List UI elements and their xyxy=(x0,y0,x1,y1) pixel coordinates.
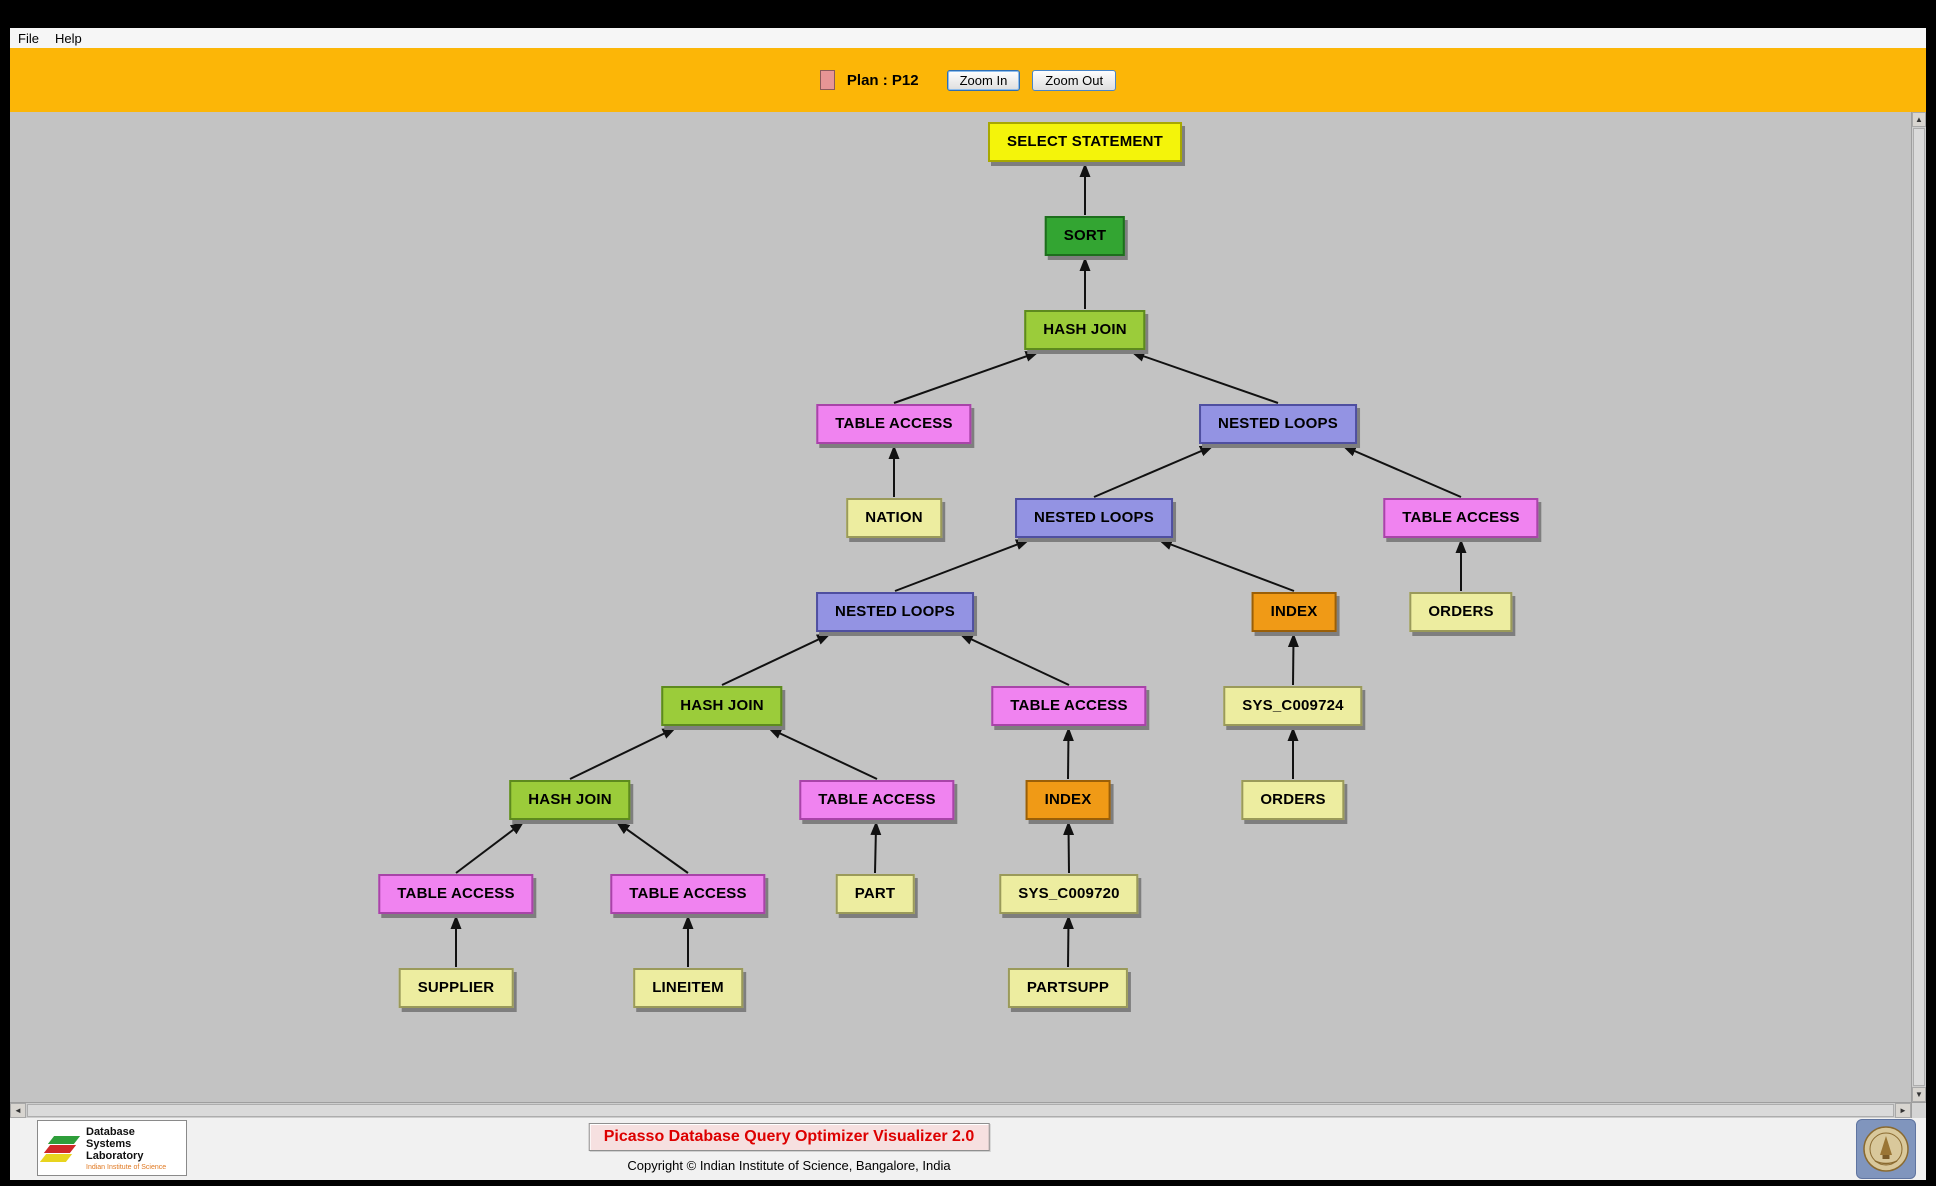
plan-node-supplier[interactable]: SUPPLIER xyxy=(398,968,514,1008)
plan-node-orders[interactable]: ORDERS xyxy=(1409,592,1513,632)
horizontal-scroll-thumb[interactable] xyxy=(27,1104,1894,1117)
scroll-right-button[interactable]: ► xyxy=(1895,1103,1911,1118)
menu-help[interactable]: Help xyxy=(54,30,82,46)
plan-edge xyxy=(894,539,1030,592)
plan-node-lineitem[interactable]: LINEITEM xyxy=(633,968,743,1008)
menu-file[interactable]: File xyxy=(18,30,39,46)
scroll-down-button[interactable]: ▼ xyxy=(1912,1087,1926,1102)
plan-color-swatch xyxy=(819,70,835,90)
scrollbar-corner xyxy=(1911,1102,1926,1118)
vertical-scrollbar[interactable]: ▲ ▼ xyxy=(1911,112,1926,1102)
plan-edge xyxy=(455,821,525,874)
vertical-scroll-thumb[interactable] xyxy=(1913,128,1925,1086)
plan-edge xyxy=(1062,915,1074,968)
plan-node-table-access[interactable]: TABLE ACCESS xyxy=(991,686,1147,726)
status-bar: Database Systems Laboratory Indian Insti… xyxy=(10,1118,1926,1180)
plan-edges-layer xyxy=(450,163,1467,968)
plan-node-table-access[interactable]: TABLE ACCESS xyxy=(1383,498,1539,538)
scroll-left-icon: ◄ xyxy=(14,1106,22,1115)
scroll-left-button[interactable]: ◄ xyxy=(10,1103,26,1118)
dsl-logo-layer-yellow xyxy=(39,1153,73,1162)
dsl-logo-text: Database Systems Laboratory Indian Insti… xyxy=(86,1126,166,1171)
plan-edge xyxy=(959,633,1070,686)
horizontal-scrollbar[interactable]: ◄ ► xyxy=(10,1102,1911,1118)
hscroll-row: ◄ ► xyxy=(10,1102,1926,1118)
plan-node-nested-loops[interactable]: NESTED LOOPS xyxy=(816,592,974,632)
plan-node-sys-c009724[interactable]: SYS_C009724 xyxy=(1223,686,1363,726)
dsl-logo-layer-red xyxy=(43,1144,77,1153)
canvas-row: SELECT STATEMENT SORT HASH JOIN TABLE ACCES… xyxy=(10,112,1926,1102)
scroll-up-button[interactable]: ▲ xyxy=(1912,112,1926,127)
scroll-right-icon: ► xyxy=(1899,1106,1907,1115)
plan-node-hash-join[interactable]: HASH JOIN xyxy=(1024,310,1146,350)
footer-center: Picasso Database Query Optimizer Visuali… xyxy=(588,1123,990,1173)
plan-node-index[interactable]: INDEX xyxy=(1251,592,1337,632)
dsl-logo-line3: Laboratory xyxy=(86,1149,144,1162)
menu-bar: File Help xyxy=(10,28,1926,48)
iisc-crest-icon xyxy=(1863,1126,1909,1172)
dsl-logo-graphic xyxy=(39,1135,81,1162)
app-title: Picasso Database Query Optimizer Visuali… xyxy=(588,1123,990,1151)
dsl-logo-subtitle: Indian Institute of Science xyxy=(86,1163,167,1171)
plan-edge xyxy=(615,821,689,874)
plan-edge xyxy=(767,727,878,780)
plan-edge xyxy=(1062,727,1074,780)
scroll-down-icon: ▼ xyxy=(1915,1090,1923,1099)
dsl-logo: Database Systems Laboratory Indian Insti… xyxy=(37,1120,187,1176)
dsl-logo-line2: Systems xyxy=(86,1137,132,1150)
plan-node-sort[interactable]: SORT xyxy=(1044,216,1126,256)
plan-node-hash-join[interactable]: HASH JOIN xyxy=(661,686,783,726)
plan-node-table-access[interactable]: TABLE ACCESS xyxy=(610,874,766,914)
plan-node-index[interactable]: INDEX xyxy=(1025,780,1111,820)
plan-node-nested-loops[interactable]: NESTED LOOPS xyxy=(1199,404,1357,444)
plan-label: Plan : P12 xyxy=(846,71,919,89)
plan-canvas[interactable]: SELECT STATEMENT SORT HASH JOIN TABLE ACCES… xyxy=(10,112,1911,1102)
plan-edge xyxy=(1287,633,1299,686)
plan-edge xyxy=(1158,539,1295,592)
toolbar: Plan : P12 Zoom In Zoom Out xyxy=(10,48,1926,112)
plan-node-orders[interactable]: ORDERS xyxy=(1241,780,1345,820)
plan-node-table-access[interactable]: TABLE ACCESS xyxy=(816,404,972,444)
plan-node-partsupp[interactable]: PARTSUPP xyxy=(1007,968,1129,1008)
plan-edge xyxy=(870,821,882,874)
plan-node-table-access[interactable]: TABLE ACCESS xyxy=(799,780,955,820)
plan-node-select-statement[interactable]: SELECT STATEMENT xyxy=(988,122,1182,162)
scroll-up-icon: ▲ xyxy=(1915,115,1923,124)
plan-edge xyxy=(1063,821,1075,874)
iisc-logo xyxy=(1856,1119,1916,1179)
plan-edge xyxy=(1130,351,1279,404)
plan-node-hash-join[interactable]: HASH JOIN xyxy=(509,780,631,820)
dsl-logo-line1: Database xyxy=(86,1125,135,1138)
plan-node-nested-loops[interactable]: NESTED LOOPS xyxy=(1015,498,1173,538)
plan-node-part[interactable]: PART xyxy=(835,874,915,914)
zoom-in-button[interactable]: Zoom In xyxy=(946,69,1021,91)
plan-edge xyxy=(893,351,1040,404)
copyright-text: Copyright © Indian Institute of Science,… xyxy=(627,1158,951,1173)
horizontal-scroll-track[interactable] xyxy=(26,1103,1895,1118)
plan-edge xyxy=(569,727,677,780)
plan-node-nation[interactable]: NATION xyxy=(846,498,942,538)
plan-edge xyxy=(1342,445,1462,498)
plan-node-sys-c009720[interactable]: SYS_C009720 xyxy=(999,874,1139,914)
dsl-logo-layer-green xyxy=(47,1135,81,1144)
app-window: File Help Plan : P12 Zoom In Zoom Out SE… xyxy=(10,28,1926,1180)
zoom-out-button[interactable]: Zoom Out xyxy=(1032,69,1117,91)
plan-node-table-access[interactable]: TABLE ACCESS xyxy=(378,874,534,914)
plan-edge xyxy=(1093,445,1214,498)
vertical-scroll-track[interactable] xyxy=(1912,127,1926,1087)
plan-edge xyxy=(721,633,831,686)
